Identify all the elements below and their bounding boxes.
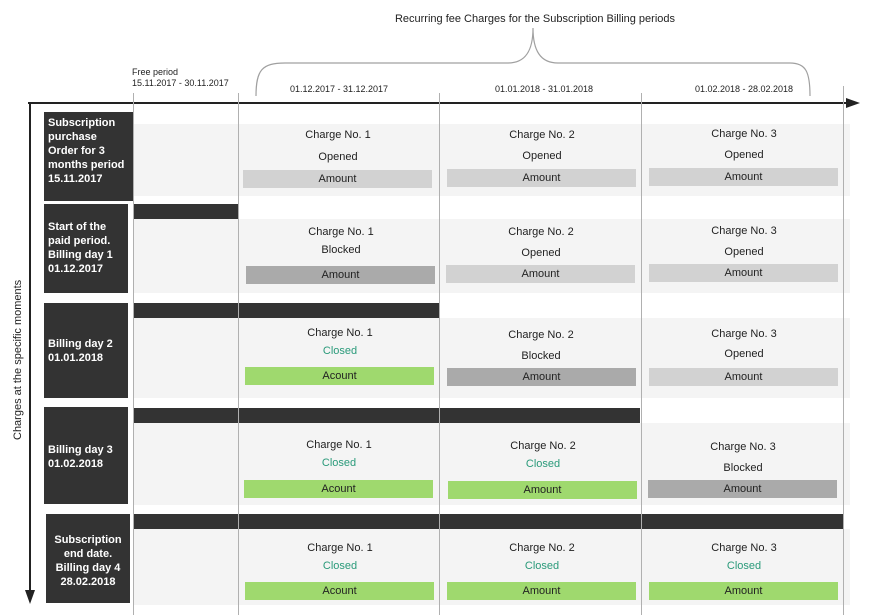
- charge-amount-bar: Amount: [649, 368, 838, 386]
- charge-status: Opened: [724, 149, 764, 161]
- period-divider: [641, 93, 642, 615]
- charge-status: Blocked: [521, 350, 561, 362]
- free-period-title: Free period: [132, 67, 179, 77]
- free-period-label: Free period 15.11.2017 - 30.11.2017: [132, 67, 229, 89]
- charge-title: Charge No. 1: [307, 542, 373, 554]
- charge-amount-bar: Acount: [244, 480, 433, 498]
- row-label-4: Billing day 3 01.02.2018: [44, 407, 128, 504]
- y-axis-arrow: [25, 590, 35, 604]
- charge-status: Blocked: [723, 462, 763, 474]
- charge-amount-bar: Amount: [448, 481, 637, 499]
- period-divider: [843, 86, 844, 615]
- period-divider: [133, 93, 134, 615]
- charge-amount-bar: Amount: [246, 266, 435, 284]
- free-period-dates: 15.11.2017 - 30.11.2017: [132, 78, 229, 88]
- charge-status: Closed: [524, 560, 560, 572]
- elapsed-time-bar: [133, 514, 843, 529]
- charge-title: Charge No. 1: [305, 129, 371, 141]
- period-brace: [255, 27, 811, 97]
- charge-status: Opened: [522, 150, 562, 162]
- elapsed-time-bar: [133, 204, 238, 219]
- charge-title: Charge No. 1: [307, 327, 373, 339]
- diagram-title: Recurring fee Charges for the Subscripti…: [394, 13, 676, 25]
- charge-amount-bar: Amount: [648, 480, 837, 498]
- charge-title: Charge No. 2: [509, 542, 575, 554]
- charge-title: Charge No. 2: [510, 440, 576, 452]
- charge-status: Opened: [521, 247, 561, 259]
- charge-status: Opened: [318, 151, 358, 163]
- charge-status: Closed: [525, 458, 561, 470]
- charge-amount-bar: Amount: [447, 582, 636, 600]
- period-divider: [439, 93, 440, 615]
- period-divider: [238, 93, 239, 615]
- charge-title: Charge No. 3: [711, 542, 777, 554]
- row-label-3: Billing day 2 01.01.2018: [44, 303, 128, 398]
- charge-amount-bar: Amount: [243, 170, 432, 188]
- charge-status: Blocked: [321, 244, 361, 256]
- charge-amount-bar: Amount: [446, 265, 635, 283]
- charge-title: Charge No. 1: [308, 226, 374, 238]
- charge-amount-bar: Acount: [245, 582, 434, 600]
- charge-status: Closed: [322, 560, 358, 572]
- charge-status: Closed: [321, 457, 357, 469]
- charge-title: Charge No. 2: [508, 329, 574, 341]
- period-label-2: 01.01.2018 - 31.01.2018: [494, 84, 594, 94]
- x-axis-arrow: [846, 98, 860, 108]
- charge-status: Closed: [726, 560, 762, 572]
- charge-title: Charge No. 3: [710, 441, 776, 453]
- row-label-5: Subscription end date. Billing day 4 28.…: [46, 514, 130, 603]
- row-label-2: Start of the paid period. Billing day 1 …: [44, 204, 128, 293]
- charge-title: Charge No. 1: [306, 439, 372, 451]
- charge-amount-bar: Amount: [447, 368, 636, 386]
- charge-amount-bar: Amount: [447, 169, 636, 187]
- charge-amount-bar: Amount: [649, 582, 838, 600]
- charge-title: Charge No. 3: [711, 328, 777, 340]
- row-label-1: Subscription purchase Order for 3 months…: [44, 112, 133, 201]
- charge-title: Charge No. 3: [711, 225, 777, 237]
- charge-status: Closed: [322, 345, 358, 357]
- charge-status: Opened: [724, 246, 764, 258]
- elapsed-time-bar: [133, 303, 439, 318]
- elapsed-time-bar: [133, 408, 640, 423]
- charge-title: Charge No. 2: [508, 226, 574, 238]
- y-axis-label: Charges at the specific moments: [12, 279, 24, 440]
- charge-amount-bar: Amount: [649, 168, 838, 186]
- charge-title: Charge No. 2: [509, 129, 575, 141]
- period-label-1: 01.12.2017 - 31.12.2017: [289, 84, 389, 94]
- charge-title: Charge No. 3: [711, 128, 777, 140]
- charge-status: Opened: [724, 348, 764, 360]
- charge-amount-bar: Amount: [649, 264, 838, 282]
- period-label-3: 01.02.2018 - 28.02.2018: [694, 84, 794, 94]
- charge-amount-bar: Acount: [245, 367, 434, 385]
